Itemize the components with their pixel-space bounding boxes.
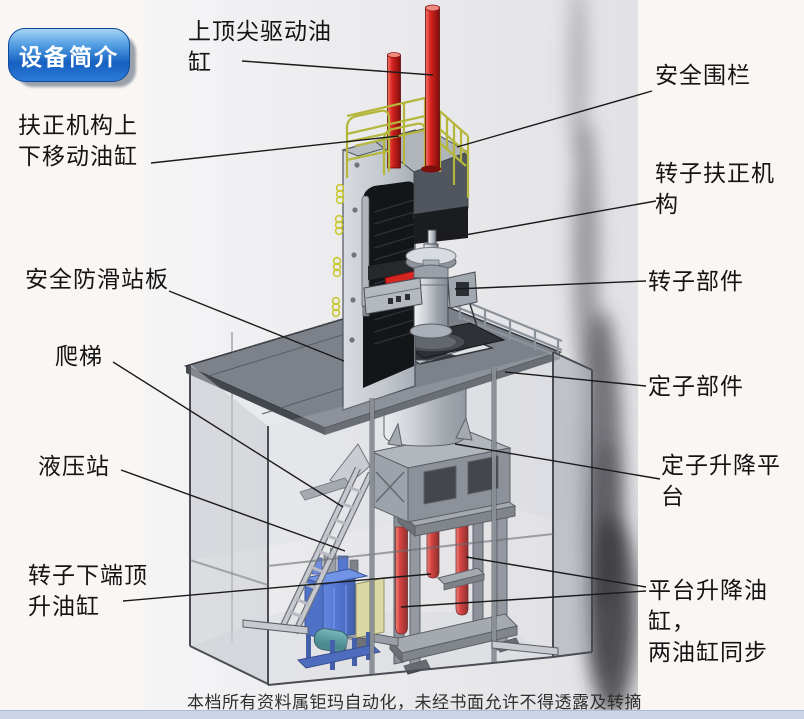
straightener-arm (363, 271, 478, 315)
label-rotor-straightener: 转子扶正机 构 (655, 161, 775, 217)
label-top-spindle-cylinder: 上顶尖驱动油 缸 (188, 19, 332, 75)
ladder-graphic (279, 466, 374, 635)
label-straightener-move-cylinder: 扶正机构上 下移动油缸 (18, 113, 138, 169)
leader-lines (112, 60, 661, 608)
badge-label: 设备简介 (19, 45, 119, 70)
label-stator-part: 定子部件 (648, 374, 744, 399)
title-badge[interactable]: 设备简介 (6, 26, 138, 88)
label-rotor-part: 转子部件 (648, 269, 744, 294)
footer-bar (0, 710, 804, 719)
smoke-front (589, 440, 625, 680)
coil-hoses (331, 183, 345, 318)
stator-pedestal (370, 431, 512, 523)
label-anti-skid-platform: 安全防滑站板 (25, 267, 169, 292)
label-rotor-bottom-jack-cylinder: 转子下端顶 升油缸 (28, 563, 148, 619)
label-safety-fence: 安全围栏 (655, 63, 751, 88)
label-platform-lift-cylinders: 平台升降油缸， 两油缸同步 (648, 578, 768, 665)
straightener-cylinder-rod (387, 52, 401, 169)
label-ladder: 爬梯 (55, 344, 103, 369)
label-hydraulic-station: 液压站 (38, 454, 110, 479)
label-stator-lift-platform: 定子升降平 台 (661, 453, 781, 509)
top-spindle-cylinder-graphic (421, 4, 441, 173)
footer-disclaimer: 本档所有资料属钜玛自动化，未经书面允许不得透露及转摘 (187, 693, 642, 712)
